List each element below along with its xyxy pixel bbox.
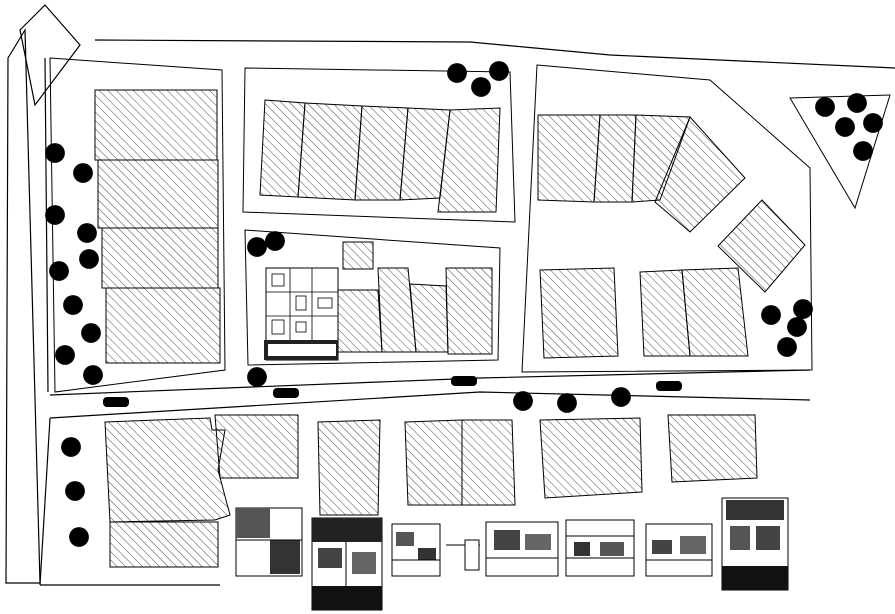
building [105, 287, 221, 364]
detail-drawings [235, 497, 789, 611]
building [539, 267, 619, 359]
building [354, 105, 409, 201]
building [461, 419, 516, 506]
main-road-bottom-edge [49, 391, 811, 419]
building [654, 116, 746, 233]
tree-icon [45, 143, 65, 163]
tree-icon [81, 323, 101, 343]
building [593, 114, 637, 203]
tree-icon [265, 231, 285, 251]
tree-icon [447, 63, 467, 83]
tree-icon [863, 113, 883, 133]
tree-icon [247, 367, 267, 387]
building [667, 414, 758, 483]
elevation-2 [645, 523, 713, 577]
section-2 [485, 521, 559, 577]
building [537, 114, 601, 203]
main-road-top-edge [49, 369, 811, 396]
tree-icon [611, 387, 631, 407]
tree-icon [63, 295, 83, 315]
block-center-north [242, 67, 516, 223]
tree-icon [853, 141, 873, 161]
block-east [521, 64, 813, 373]
building [297, 102, 363, 201]
tree-icon [777, 337, 797, 357]
building [377, 267, 417, 353]
tree-icon [847, 93, 867, 113]
elevation-1 [565, 519, 635, 577]
tree-icon [45, 205, 65, 225]
left-road-edge-outer [5, 27, 41, 584]
detail-plan-4 [721, 497, 789, 591]
tree-icon [73, 163, 93, 183]
tree-icon [61, 437, 81, 457]
tree-icon [835, 117, 855, 137]
building [404, 419, 463, 506]
buildings [94, 89, 806, 568]
building [94, 89, 218, 161]
tree-icon [69, 527, 89, 547]
tree-icon [513, 391, 533, 411]
tree-icon [471, 77, 491, 97]
tree-icon [77, 223, 97, 243]
road-network [5, 4, 895, 586]
car-icon [656, 381, 682, 391]
building [539, 417, 643, 499]
building [445, 267, 493, 355]
floor-plan-insert [264, 267, 339, 361]
building [639, 269, 691, 357]
tree-icon [557, 393, 577, 413]
tree-icon [815, 97, 835, 117]
section-1 [446, 539, 480, 571]
tree-icon [79, 249, 99, 269]
detail-plan-1 [235, 507, 303, 577]
building [214, 414, 299, 479]
cars [103, 376, 682, 407]
building [681, 267, 749, 357]
building [317, 419, 381, 516]
car-icon [451, 376, 477, 386]
block-northeast-triangle [789, 94, 891, 210]
building [259, 99, 306, 198]
bottom-left-edge [39, 417, 51, 586]
block-center-south [244, 229, 501, 366]
building [109, 521, 219, 568]
tree-icon [761, 305, 781, 325]
top-left-road-wedge [19, 4, 81, 107]
tree-icon [55, 345, 75, 365]
block-left-west [49, 57, 226, 393]
tree-icon [787, 317, 807, 337]
detail-plan-2 [311, 517, 383, 611]
tree-icon [83, 365, 103, 385]
tree-icon [793, 299, 813, 319]
top-road-edge [94, 39, 895, 69]
building [337, 289, 383, 353]
tree-icon [49, 261, 69, 281]
tree-icon [489, 61, 509, 81]
tree-icon [65, 481, 85, 501]
left-road-inner [44, 57, 49, 393]
detail-plan-3 [391, 523, 441, 577]
car-icon [103, 397, 129, 407]
building [97, 159, 219, 229]
building [409, 283, 449, 353]
tree-icon [247, 237, 267, 257]
building [437, 107, 501, 213]
car-icon [273, 388, 299, 398]
building [717, 199, 806, 293]
building [101, 227, 219, 289]
building [342, 241, 374, 270]
building [104, 417, 231, 523]
